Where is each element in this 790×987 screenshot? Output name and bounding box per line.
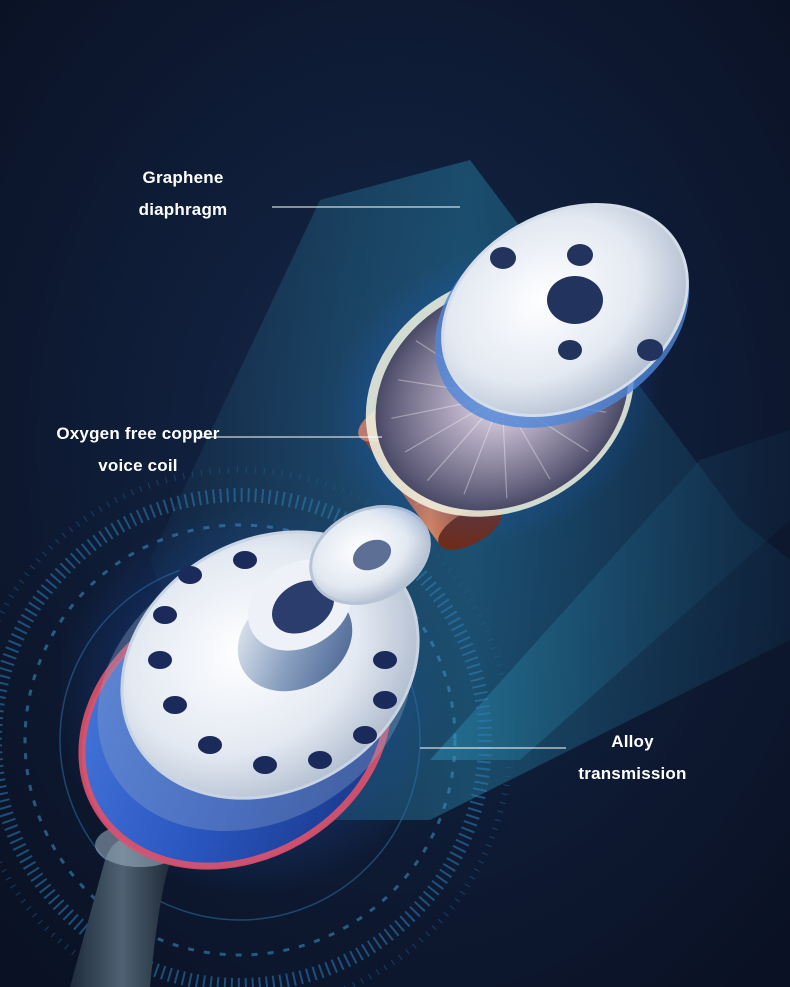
graphene-label-line2: diaphragm bbox=[138, 200, 228, 219]
coil-label-line1: Oxygen free copper bbox=[56, 424, 220, 443]
graphene-label-line1: Graphene bbox=[142, 168, 224, 187]
voice-coil-label: Oxygen free copper voice coil bbox=[38, 418, 238, 482]
light-beam-lower bbox=[430, 430, 790, 760]
alloy-label-line2: transmission bbox=[578, 764, 687, 783]
alloy-label-line1: Alloy bbox=[611, 732, 654, 751]
coil-label-line2: voice coil bbox=[98, 456, 178, 475]
alloy-transmission-label: Alloy transmission bbox=[560, 726, 705, 790]
graphene-top-plate bbox=[434, 202, 690, 428]
graphene-diaphragm-label: Graphene diaphragm bbox=[118, 162, 248, 226]
